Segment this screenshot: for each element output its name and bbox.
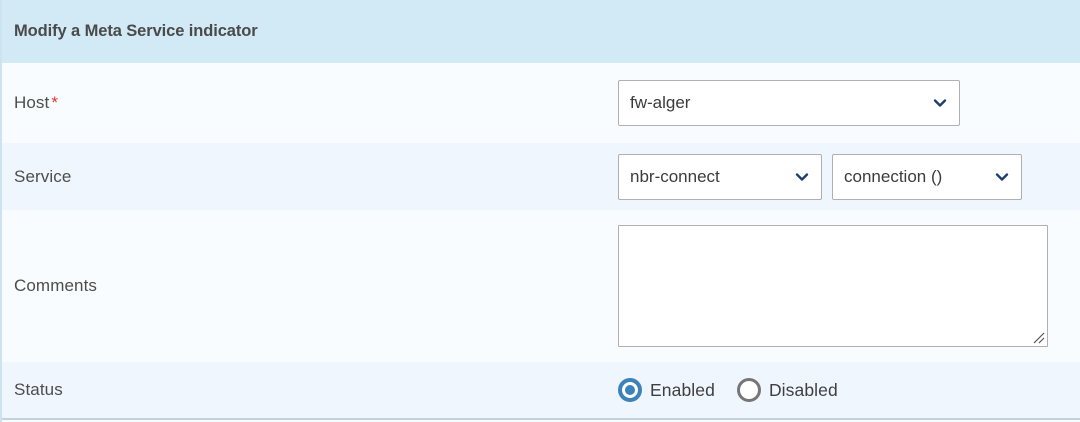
page-title: Modify a Meta Service indicator [14, 22, 258, 40]
host-label: Host* [14, 93, 618, 113]
comments-control [618, 225, 1048, 347]
chevron-down-icon [994, 169, 1010, 185]
service-subtype-value: connection () [844, 166, 943, 186]
form-row-service: Service nbr-connect connection () [0, 143, 1080, 210]
comments-textarea-wrapper[interactable] [618, 225, 1048, 347]
chevron-down-icon [932, 95, 948, 111]
panel-header: Modify a Meta Service indicator [0, 0, 1080, 63]
host-control: fw-alger [618, 80, 960, 126]
service-label: Service [14, 166, 72, 186]
radio-selected-icon[interactable] [618, 378, 642, 402]
service-select-value: nbr-connect [630, 166, 720, 186]
status-option-enabled-label: Enabled [650, 379, 715, 400]
chevron-down-icon [794, 169, 810, 185]
status-option-enabled[interactable]: Enabled [618, 378, 715, 402]
required-asterisk: * [51, 93, 59, 112]
status-option-disabled-label: Disabled [768, 379, 838, 400]
comments-textarea[interactable] [619, 226, 1047, 346]
service-subtype-select[interactable]: connection () [832, 153, 1022, 200]
status-label: Status [14, 380, 63, 399]
service-control: nbr-connect connection () [618, 153, 1022, 200]
status-option-disabled[interactable]: Disabled [736, 378, 838, 402]
comments-label: Comments [14, 276, 97, 295]
form-row-host: Host* fw-alger [0, 63, 1080, 143]
form-row-comments: Comments [0, 210, 1080, 362]
host-select-value: fw-alger [630, 93, 691, 112]
host-select[interactable]: fw-alger [618, 80, 960, 126]
host-label-text: Host [14, 93, 50, 112]
radio-unselected-icon[interactable] [736, 378, 761, 402]
status-radio-group: Enabled Disabled [618, 378, 838, 402]
service-select[interactable]: nbr-connect [618, 153, 822, 200]
status-control: Enabled Disabled [618, 378, 838, 402]
form-row-status: Status Enabled Disabled [0, 362, 1080, 420]
